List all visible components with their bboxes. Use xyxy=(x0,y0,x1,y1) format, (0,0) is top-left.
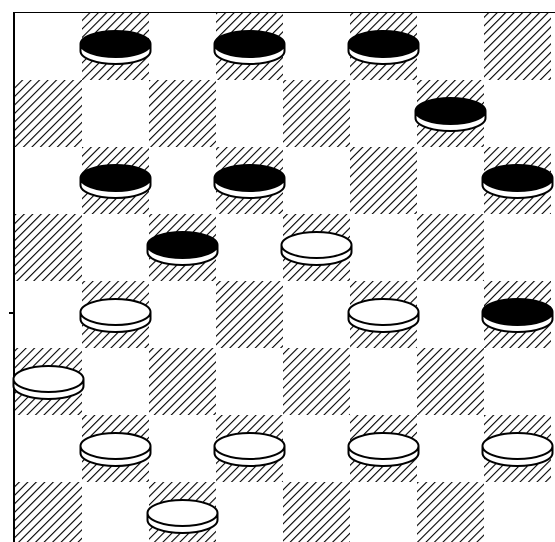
black-checker-piece[interactable] xyxy=(416,98,486,131)
black-checker-piece[interactable] xyxy=(483,165,553,198)
white-checker-piece[interactable] xyxy=(349,433,419,466)
black-checker-piece[interactable] xyxy=(483,299,553,332)
white-checker-piece[interactable] xyxy=(215,433,285,466)
light-square[interactable] xyxy=(15,13,82,80)
light-square[interactable] xyxy=(15,147,82,214)
white-checker-piece[interactable] xyxy=(14,366,84,399)
dark-square[interactable] xyxy=(484,13,551,80)
light-square[interactable] xyxy=(350,482,417,542)
dark-square[interactable] xyxy=(417,482,484,542)
light-square[interactable] xyxy=(149,147,216,214)
white-checker-piece[interactable] xyxy=(483,433,553,466)
light-square[interactable] xyxy=(417,147,484,214)
light-square[interactable] xyxy=(283,281,350,348)
light-square[interactable] xyxy=(484,482,551,542)
light-square[interactable] xyxy=(350,214,417,281)
light-square[interactable] xyxy=(82,80,149,147)
light-square[interactable] xyxy=(216,348,283,415)
light-square[interactable] xyxy=(149,13,216,80)
light-square[interactable] xyxy=(484,214,551,281)
light-square[interactable] xyxy=(82,348,149,415)
light-square[interactable] xyxy=(283,13,350,80)
white-checker-piece[interactable] xyxy=(282,232,352,265)
dark-square[interactable] xyxy=(283,482,350,542)
black-checker-piece[interactable] xyxy=(81,31,151,64)
light-square[interactable] xyxy=(82,482,149,542)
black-checker-piece[interactable] xyxy=(148,232,218,265)
light-square[interactable] xyxy=(15,281,82,348)
dark-square[interactable] xyxy=(149,348,216,415)
dark-square[interactable] xyxy=(350,147,417,214)
light-square[interactable] xyxy=(417,281,484,348)
light-square[interactable] xyxy=(82,214,149,281)
light-square[interactable] xyxy=(149,281,216,348)
dark-square[interactable] xyxy=(283,348,350,415)
dark-square[interactable] xyxy=(15,214,82,281)
light-square[interactable] xyxy=(350,80,417,147)
white-checker-piece[interactable] xyxy=(349,299,419,332)
black-checker-piece[interactable] xyxy=(349,31,419,64)
dark-square[interactable] xyxy=(149,80,216,147)
light-square[interactable] xyxy=(283,415,350,482)
dark-square[interactable] xyxy=(216,281,283,348)
light-square[interactable] xyxy=(350,348,417,415)
dark-square[interactable] xyxy=(417,348,484,415)
light-square[interactable] xyxy=(283,147,350,214)
light-square[interactable] xyxy=(216,482,283,542)
light-square[interactable] xyxy=(417,13,484,80)
black-checker-piece[interactable] xyxy=(215,31,285,64)
light-square[interactable] xyxy=(15,415,82,482)
light-square[interactable] xyxy=(216,80,283,147)
light-square[interactable] xyxy=(484,80,551,147)
dark-square[interactable] xyxy=(417,214,484,281)
white-checker-piece[interactable] xyxy=(81,433,151,466)
dark-square[interactable] xyxy=(15,80,82,147)
light-square[interactable] xyxy=(149,415,216,482)
light-square[interactable] xyxy=(417,415,484,482)
black-checker-piece[interactable] xyxy=(215,165,285,198)
dark-square[interactable] xyxy=(15,482,82,542)
dark-square[interactable] xyxy=(283,80,350,147)
light-square[interactable] xyxy=(484,348,551,415)
white-checker-piece[interactable] xyxy=(81,299,151,332)
black-checker-piece[interactable] xyxy=(81,165,151,198)
light-square[interactable] xyxy=(216,214,283,281)
white-checker-piece[interactable] xyxy=(148,500,218,533)
